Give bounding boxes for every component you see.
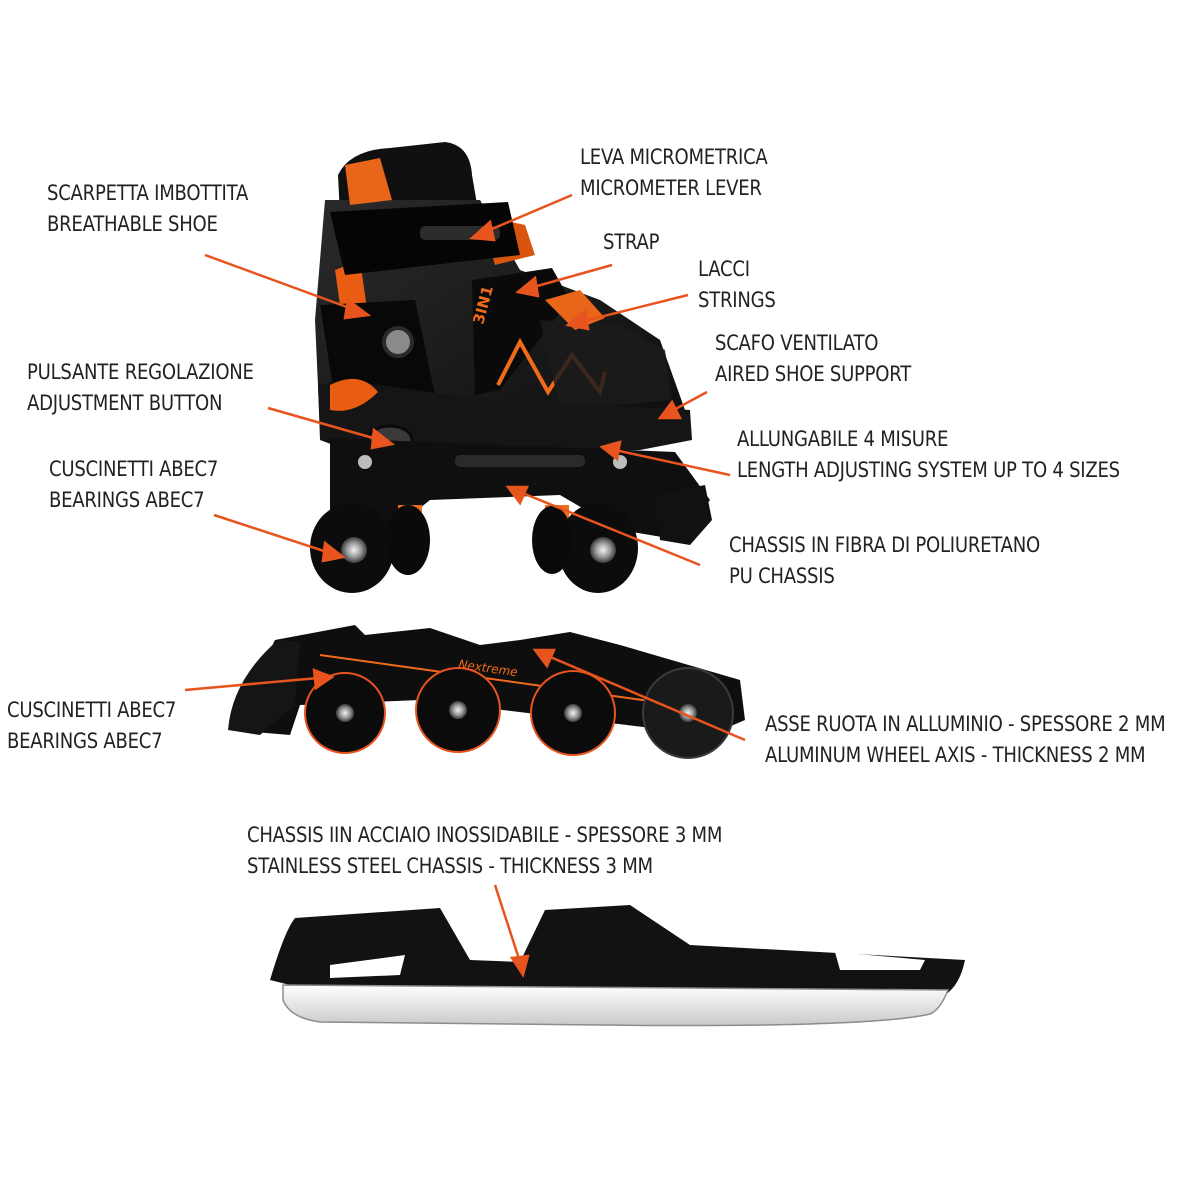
ice-blade-cutout-right [835,952,925,970]
arrow-asse [532,648,746,742]
ice-blade-steel [282,984,950,1027]
frame-orange-line [319,654,701,709]
quad-wheel-front-back [386,505,430,575]
inline-wheel-1 [304,672,386,754]
skate-velcro-strap [472,268,570,395]
adjust-rivet [382,326,414,358]
label-scafo-it: SCAFO VENTILATO [715,331,879,355]
inline-wheel-3 [530,670,616,756]
toe-stopper [655,485,712,545]
arrow-pulsante [267,406,395,450]
label-cuscinetti-inline-en: BEARINGS ABEC7 [7,729,163,753]
label-cuscinetti-top-en: BEARINGS ABEC7 [49,488,205,512]
ice-blade-holder [270,905,965,995]
label-scarpetta: SCARPETTA IMBOTTITA BREATHABLE SHOE [47,178,248,240]
inline-frame: Nextreme [228,625,745,759]
label-cuscinetti-top: CUSCINETTI ABEC7 BEARINGS ABEC7 [49,454,218,516]
label-chassis-pu-it: CHASSIS IN FIBRA DI POLIURETANO [729,533,1040,557]
label-asse-en: ALUMINUM WHEEL AXIS - THICKNESS 2 MM [765,743,1146,767]
label-strap-text: STRAP [603,230,660,254]
arrow-cuscinetti-top [213,513,346,563]
arrow-strap [515,263,613,298]
label-chassis-pu: CHASSIS IN FIBRA DI POLIURETANO PU CHASS… [729,530,1040,592]
label-lacci-it: LACCI [698,257,750,281]
label-lacci-en: STRINGS [698,288,776,312]
arrow-chassis-steel [493,884,530,979]
quad-wheel-rear [558,503,638,593]
ice-blade [270,905,965,1027]
arrow-scafo [657,390,708,420]
label-cuscinetti-inline: CUSCINETTI ABEC7 BEARINGS ABEC7 [7,695,176,757]
label-cuscinetti-inline-it: CUSCINETTI ABEC7 [7,698,177,722]
label-chassis-steel-it: CHASSIS IIN ACCIAIO INOSSIDABILE - SPESS… [247,823,723,847]
arrow-lacci [565,293,689,331]
quad-wheel-front [310,503,394,593]
ice-blade-cutout-left [330,955,405,978]
label-asse-it: ASSE RUOTA IN ALLUMINIO - SPESSORE 2 MM [765,712,1166,736]
label-leva-en: MICROMETER LEVER [580,176,762,200]
chassis-bolt-left [358,455,372,469]
label-chassis-steel-en: STAINLESS STEEL CHASSIS - THICKNESS 3 MM [247,854,653,878]
label-scafo-en: AIRED SHOE SUPPORT [715,362,912,386]
inline-wheel-2 [415,667,501,753]
label-chassis-steel: CHASSIS IIN ACCIAIO INOSSIDABILE - SPESS… [247,820,722,882]
label-scarpetta-it: SCARPETTA IMBOTTITA [47,181,249,205]
label-cuscinetti-top-it: CUSCINETTI ABEC7 [49,457,219,481]
label-allungabile-it: ALLUNGABILE 4 MISURE [737,427,949,451]
label-strap: STRAP [603,227,660,258]
arrow-cuscinetti-inline [184,668,335,692]
label-asse: ASSE RUOTA IN ALLUMINIO - SPESSORE 2 MM … [765,709,1166,771]
label-leva-it: LEVA MICROMETRICA [580,145,768,169]
inline-wheel-4 [642,667,734,759]
label-pulsante: PULSANTE REGOLAZIONE ADJUSTMENT BUTTON [27,357,254,419]
inline-frame-heel [228,640,300,735]
skate-heel-strap [320,300,435,400]
arrow-leva [469,193,573,242]
label-scafo: SCAFO VENTILATO AIRED SHOE SUPPORT [715,328,911,390]
label-scarpetta-en: BREATHABLE SHOE [47,212,218,236]
arrow-scarpetta [204,253,372,320]
chassis-slot [455,455,585,467]
quad-skate: 3IN1 [310,142,712,593]
label-leva: LEVA MICROMETRICA MICROMETER LEVER [580,142,768,204]
label-lacci: LACCI STRINGS [698,254,776,316]
callout-arrows [184,193,746,979]
label-chassis-pu-en: PU CHASSIS [729,564,835,588]
orange-mesh-panel-collar [345,158,392,205]
label-pulsante-it: PULSANTE REGOLAZIONE [27,360,254,384]
arrow-allungabile [599,440,731,477]
skate-mesh-vamp [540,320,672,410]
quad-wheel-rear-back [532,506,572,574]
label-allungabile-en: LENGTH ADJUSTING SYSTEM UP TO 4 SIZES [737,458,1120,482]
skate-side-vent [330,378,378,411]
label-pulsante-en: ADJUSTMENT BUTTON [27,391,223,415]
arrow-chassis-pu [505,485,701,567]
label-allungabile: ALLUNGABILE 4 MISURE LENGTH ADJUSTING SY… [737,424,1120,486]
